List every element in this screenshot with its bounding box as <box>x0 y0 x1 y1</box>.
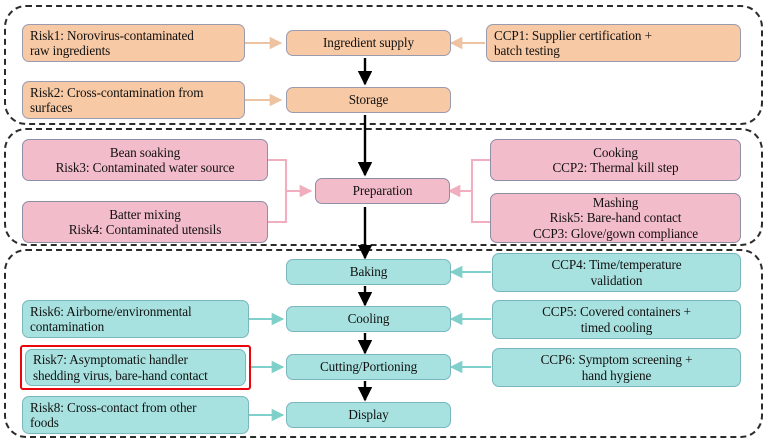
risk3-line-1: Bean soaking <box>109 144 181 160</box>
risk-box-risk8[interactable]: Risk8: Cross-contact from other foods <box>22 396 249 434</box>
baking-label: Baking <box>349 264 388 280</box>
ccp6-line-1: CCP6: Symptom screening + <box>540 352 693 368</box>
control-box-ccp6[interactable]: CCP6: Symptom screening + hand hygiene <box>492 348 741 387</box>
ccp6-line-2: hand hygiene <box>581 367 652 383</box>
display-label: Display <box>348 407 389 423</box>
risk-box-risk6[interactable]: Risk6: Airborne/environmental contaminat… <box>22 300 249 338</box>
ingredient-supply-label: Ingredient supply <box>323 35 414 51</box>
control-box-ccp4[interactable]: CCP4: Time/temperature validation <box>492 253 741 292</box>
process-box-preparation[interactable]: Preparation <box>315 178 450 204</box>
risk1-line-2: raw ingredients <box>30 43 111 58</box>
preparation-label: Preparation <box>352 183 413 199</box>
risk-box-risk7[interactable]: Risk7: Asymptomatic handler shedding vir… <box>25 349 246 386</box>
ccp1-line-2: batch testing <box>494 43 560 58</box>
risk6-line-1: Risk6: Airborne/environmental <box>30 303 192 319</box>
risk8-line-2: foods <box>30 415 59 430</box>
process-box-cutting-portioning[interactable]: Cutting/Portioning <box>286 354 451 380</box>
control-box-ccp2[interactable]: Cooking CCP2: Thermal kill step <box>490 139 741 181</box>
risk7-line-2: shedding virus, bare-hand contact <box>33 367 208 383</box>
control-box-ccp1[interactable]: CCP1: Supplier certification + batch tes… <box>486 24 741 62</box>
process-box-ingredient-supply[interactable]: Ingredient supply <box>286 30 451 56</box>
process-box-display[interactable]: Display <box>286 402 451 428</box>
ccp4-line-2: validation <box>590 272 643 288</box>
process-box-cooling[interactable]: Cooling <box>286 306 451 332</box>
ccp2-line-1: Cooking <box>593 144 638 160</box>
risk2-line-2: surfaces <box>30 100 73 115</box>
risk-box-risk1[interactable]: Risk1: Norovirus-contaminated raw ingred… <box>22 24 245 62</box>
ccp1-line-1: CCP1: Supplier certification + <box>494 27 652 43</box>
ccp3-line-2: Risk5: Bare-hand contact <box>549 210 682 226</box>
risk4-line-2: Risk4: Contaminated utensils <box>68 222 222 237</box>
preparation-stage-group <box>4 128 763 246</box>
process-box-baking[interactable]: Baking <box>286 259 451 285</box>
risk3-line-2: Risk3: Contaminated water source <box>55 160 235 175</box>
risk7-line-1: Risk7: Asymptomatic handler <box>33 352 188 368</box>
ccp5-line-1: CCP5: Covered containers + <box>542 304 691 320</box>
cooling-label: Cooling <box>347 311 390 327</box>
risk-box-risk4[interactable]: Batter mixing Risk4: Contaminated utensi… <box>22 201 268 243</box>
process-box-storage[interactable]: Storage <box>286 87 451 113</box>
ccp2-line-2: CCP2: Thermal kill step <box>552 160 679 175</box>
risk6-line-2: contamination <box>30 319 105 334</box>
risk1-line-1: Risk1: Norovirus-contaminated <box>30 27 194 43</box>
post-bake-stage-group <box>4 249 763 438</box>
ccp4-line-1: CCP4: Time/temperature <box>551 257 682 273</box>
storage-label: Storage <box>348 92 389 108</box>
ccp5-line-2: timed cooling <box>580 319 653 335</box>
cutting-portioning-label: Cutting/Portioning <box>319 359 418 375</box>
control-box-ccp5[interactable]: CCP5: Covered containers + timed cooling <box>492 300 741 339</box>
supply-stage-group <box>4 5 763 125</box>
risk-box-risk3[interactable]: Bean soaking Risk3: Contaminated water s… <box>22 139 268 181</box>
risk4-line-1: Batter mixing <box>109 206 181 222</box>
risk2-line-1: Risk2: Cross-contamination from <box>30 84 204 100</box>
risk7-highlight-outline <box>20 345 251 390</box>
ccp3-line-3: CCP3: Glove/gown compliance <box>532 225 699 241</box>
risk-box-risk2[interactable]: Risk2: Cross-contamination from surfaces <box>22 81 245 119</box>
control-box-ccp3[interactable]: Mashing Risk5: Bare-hand contact CCP3: G… <box>490 193 741 243</box>
risk8-line-1: Risk8: Cross-contact from other <box>30 399 197 415</box>
ccp3-line-1: Mashing <box>592 195 639 211</box>
